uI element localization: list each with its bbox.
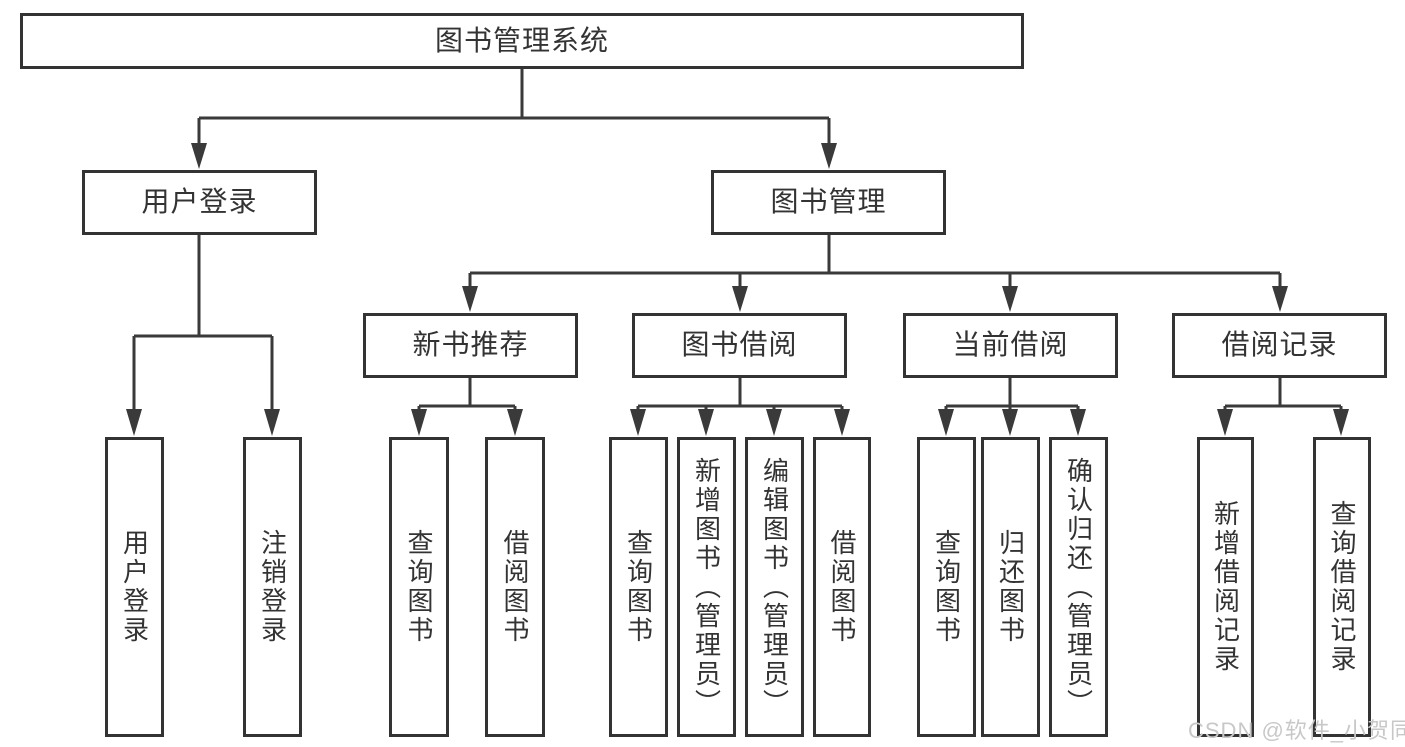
connector-root-to-level2	[191, 68, 837, 169]
leaf-return-books: 归还图书	[981, 437, 1040, 737]
node-root: 图书管理系统	[20, 13, 1024, 69]
csdn-watermark: CSDN @软件_小贺同学	[1188, 718, 1405, 743]
leaf-edit-book-admin: 编辑图书（管理员）	[745, 437, 804, 737]
connector-borrow-records-children	[1217, 377, 1349, 436]
connector-book-mgmt-children	[462, 234, 1288, 312]
leaf-user-login: 用户登录	[105, 437, 164, 737]
leaf-add-book-admin: 新增图书（管理员）	[677, 437, 736, 737]
leaf-query-books-borrow: 查询图书	[609, 437, 668, 737]
leaf-confirm-return-admin: 确认归还（管理员）	[1049, 437, 1108, 737]
node-new-book-rec: 新书推荐	[363, 313, 578, 378]
leaf-query-books-recommend: 查询图书	[389, 437, 449, 737]
node-borrow-records: 借阅记录	[1172, 313, 1387, 378]
node-current-borrow: 当前借阅	[903, 313, 1118, 378]
leaf-query-books-current: 查询图书	[917, 437, 976, 737]
connector-current-borrow-children	[938, 377, 1086, 436]
connector-book-borrow-children	[630, 377, 850, 436]
connector-user-login-children	[126, 234, 280, 436]
node-user-login: 用户登录	[82, 170, 317, 235]
leaf-add-borrow-record: 新增借阅记录	[1197, 437, 1254, 737]
node-book-borrow: 图书借阅	[632, 313, 847, 378]
node-book-mgmt: 图书管理	[711, 170, 946, 235]
leaf-borrow-books-recommend: 借阅图书	[485, 437, 545, 737]
connector-new-book-rec-children	[411, 377, 523, 436]
leaf-query-borrow-record: 查询借阅记录	[1313, 437, 1371, 737]
leaf-logout: 注销登录	[243, 437, 302, 737]
leaf-borrow-books: 借阅图书	[813, 437, 871, 737]
